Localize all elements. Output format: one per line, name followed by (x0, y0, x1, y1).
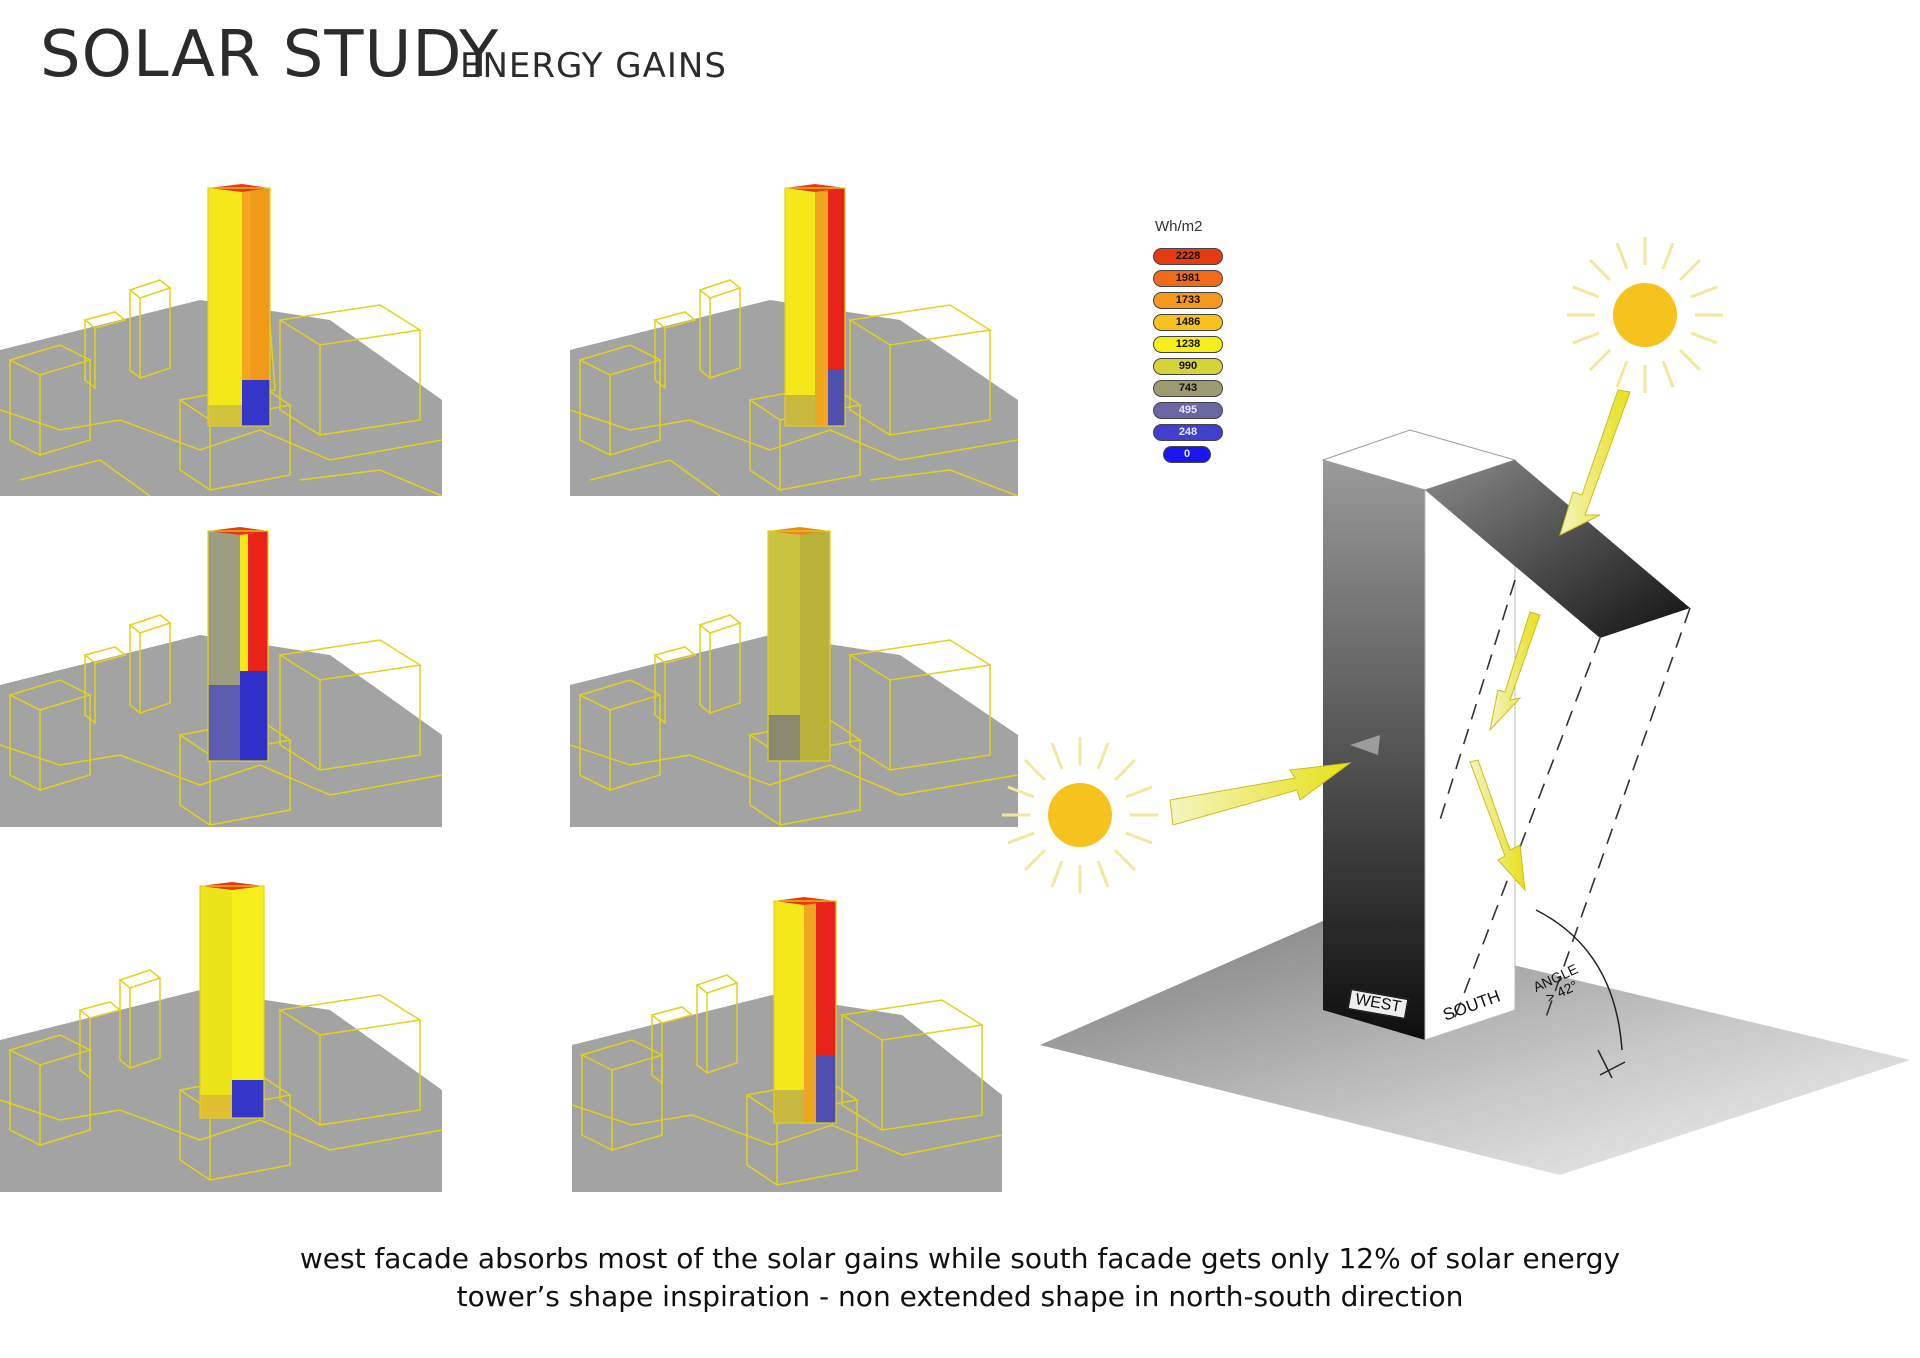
sun-icon (1002, 737, 1158, 893)
render-6 (572, 897, 1002, 1192)
render-5 (0, 882, 442, 1192)
legend-item: 1733 (1153, 292, 1223, 309)
roof-overhang (1425, 460, 1690, 638)
legend-item: 743 (1153, 380, 1223, 397)
render-3 (0, 527, 442, 827)
render-panel-6 (572, 895, 1002, 1192)
sun-ray-arrow (1169, 762, 1352, 826)
legend-item: 1981 (1153, 270, 1223, 287)
legend-item: 248 (1153, 424, 1223, 441)
caption-line-1: west facade absorbs most of the solar ga… (299, 1242, 1621, 1275)
page-subtitle: ENERGY GAINS (460, 46, 727, 86)
ground-plane (1040, 920, 1910, 1175)
render-4 (570, 527, 1018, 827)
sun-ray-arrow (1559, 389, 1631, 536)
render-panel-2 (570, 180, 1018, 496)
render-panel-3 (0, 525, 442, 827)
sun-ray-arrow (1469, 759, 1526, 892)
sun-ray-arrow (1489, 611, 1541, 732)
render-1 (0, 184, 442, 496)
legend-item: 495 (1153, 402, 1223, 419)
legend-item: 1486 (1153, 314, 1223, 331)
caption: west facade absorbs most of the solar ga… (0, 1240, 1920, 1316)
legend-item: 2228 (1153, 248, 1223, 265)
legend-item: 990 (1153, 358, 1223, 375)
tower-diagram (1002, 237, 1910, 1175)
page-title: SOLAR STUDY (40, 18, 500, 92)
legend-unit-label: Wh/m2 (1155, 218, 1203, 235)
render-panel-1 (0, 180, 442, 496)
render-panel-5 (0, 880, 442, 1192)
render-2 (570, 184, 1018, 496)
render-panel-4 (570, 525, 1018, 827)
caption-line-2: tower’s shape inspiration - non extended… (456, 1280, 1464, 1313)
legend-item: 0 (1163, 446, 1211, 463)
sun-icon (1567, 237, 1723, 393)
legend-item: 1238 (1153, 336, 1223, 353)
